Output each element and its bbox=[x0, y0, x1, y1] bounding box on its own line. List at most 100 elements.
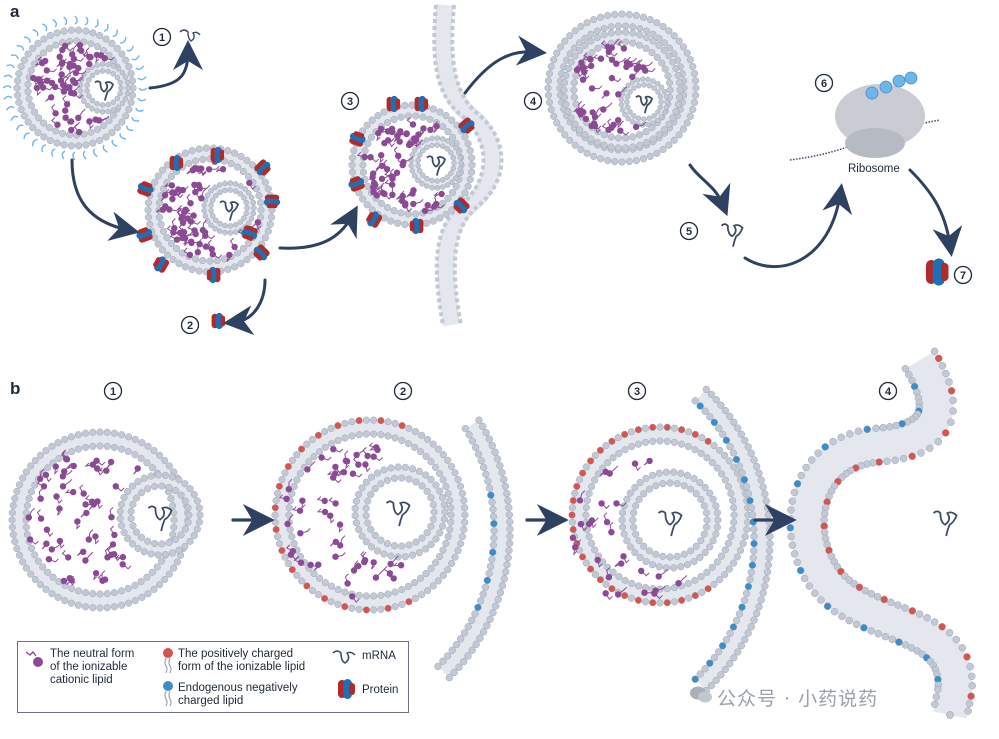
lnp-b2-outer-head bbox=[411, 595, 419, 603]
lnp-a1-outer-head bbox=[99, 121, 107, 129]
lnp-b1-outer-head bbox=[143, 573, 151, 581]
lnp-a2-inner-head bbox=[208, 202, 214, 209]
lnp-b1-inner-head bbox=[181, 542, 189, 550]
lnp-a3-inner-head bbox=[456, 149, 462, 156]
lnp-b1-inner-head bbox=[154, 471, 162, 479]
cell-membrane-b3-head bbox=[702, 385, 710, 394]
lnp-a2-outer-head bbox=[234, 163, 242, 171]
lnp-a1-lipids-head bbox=[61, 42, 69, 50]
cell-membrane-b3-head bbox=[722, 636, 731, 644]
lnp-a1-outer-head bbox=[52, 127, 60, 135]
lnp-b1-outer-head bbox=[170, 523, 178, 531]
endosome-outer-head bbox=[557, 43, 565, 51]
lnp-a1-lipids-head bbox=[33, 84, 41, 92]
peg-chain bbox=[41, 23, 48, 32]
lnp-b2-outer-head bbox=[314, 431, 322, 439]
lnp-b2-outer-head bbox=[442, 540, 450, 548]
lnp-a1-inner-core bbox=[80, 64, 128, 112]
fused-membrane-head bbox=[908, 607, 916, 615]
endosome-inner-head bbox=[619, 107, 626, 113]
lnp-a2-lipids-head bbox=[254, 219, 261, 226]
lnp-a1-inner-head bbox=[125, 85, 131, 91]
lnp-b1-inner-head bbox=[161, 551, 169, 559]
lnp-b1-inner-head bbox=[154, 551, 162, 559]
arrow-6-7 bbox=[908, 168, 963, 257]
cell-membrane-b3-head bbox=[766, 525, 774, 533]
lnp-b1-inner-head bbox=[181, 525, 189, 533]
lnp-b2-inner-head bbox=[430, 508, 438, 516]
lnp-b2-outer-head bbox=[384, 590, 392, 598]
lnp-b2-outer-head bbox=[427, 564, 435, 572]
lnp-b1-inner-head bbox=[140, 474, 148, 482]
lnp-b2-outer-head bbox=[297, 470, 305, 478]
fused-membrane-head bbox=[883, 457, 891, 466]
lnp-a2-inner-head bbox=[232, 229, 239, 235]
lnp-b1-outer-head bbox=[169, 502, 177, 510]
cell-membrane-b2 bbox=[434, 416, 514, 682]
lnp-b2-mrna bbox=[385, 500, 411, 527]
lnp-a2-lipids-head bbox=[175, 186, 182, 193]
peg-chain bbox=[5, 105, 15, 111]
lnp-a1-outer-head bbox=[13, 77, 21, 85]
lnp-b3-inner-head bbox=[692, 490, 700, 498]
lnp-a1-outer-head bbox=[53, 139, 61, 147]
lnp-a1-outer-head bbox=[113, 44, 121, 52]
lnp-b1-inner-head bbox=[185, 511, 193, 519]
endosome-mid-head bbox=[655, 41, 663, 49]
lnp-a1-inner-head bbox=[99, 61, 106, 67]
lnp-a3-lipids-head bbox=[378, 152, 385, 159]
lnp-b2-inner-head bbox=[401, 463, 409, 471]
lnp-b3-outer-head bbox=[721, 476, 729, 484]
lnp-b2-outer-head bbox=[348, 604, 356, 612]
cell-membrane-b2-head bbox=[471, 610, 479, 618]
lnp-b1-outer-head bbox=[118, 601, 126, 609]
endosome-mid-head bbox=[660, 46, 668, 54]
lnp-b3-lipids-head bbox=[613, 500, 620, 507]
lnp-b2-inner-head bbox=[422, 545, 430, 553]
endosome-inner-head bbox=[629, 119, 636, 125]
lnp-b3-outer-head bbox=[642, 424, 650, 432]
cell-membrane-b3-head bbox=[748, 511, 757, 519]
lnp-a3-outer-head bbox=[387, 217, 395, 225]
lnp-a2-protein-blue bbox=[256, 161, 271, 176]
peg-chain bbox=[32, 29, 39, 37]
lnp-b1-outer-head bbox=[44, 464, 52, 472]
lnp-a3-mrna bbox=[426, 155, 447, 176]
endosome-mid-head bbox=[666, 86, 674, 94]
endosome-mid-head bbox=[629, 29, 637, 37]
lnp-b3-outer-head bbox=[710, 580, 718, 588]
lnp-a3-outer-head bbox=[461, 189, 469, 197]
cell-membrane-b3-head bbox=[749, 554, 757, 562]
endosome-lipids bbox=[572, 38, 656, 136]
cell-membrane-b2-head bbox=[489, 541, 498, 549]
lnp-b3-inner-head bbox=[662, 564, 670, 572]
cell-membrane-b2-head bbox=[452, 640, 461, 649]
endosome-outer-head bbox=[686, 112, 694, 120]
lnp-b1-lipids-head bbox=[108, 551, 115, 558]
endosome-inner-head bbox=[658, 84, 665, 90]
lnp-a3-lipids bbox=[356, 116, 445, 214]
lnp-b3-outer-head bbox=[608, 585, 616, 593]
lnp-b2-outer-head bbox=[274, 533, 282, 541]
lnp-b3-inner-head bbox=[631, 483, 639, 491]
lnp-b3-inner-head bbox=[642, 558, 650, 566]
lnp-a1-outer-head bbox=[35, 114, 43, 122]
lnp-b2-lipids-head bbox=[332, 463, 339, 471]
endosome-outer-head bbox=[646, 152, 654, 160]
peg-chain bbox=[6, 64, 15, 69]
lnp-b1-inner-head bbox=[175, 476, 183, 484]
lnp-a1-inner-head bbox=[84, 67, 91, 74]
lnp-b1-outer-head bbox=[15, 481, 23, 489]
endosome-inner-head bbox=[641, 82, 647, 88]
lnp-a3-outer-head bbox=[390, 115, 398, 123]
step-a-6-text: 6 bbox=[821, 78, 827, 90]
endosome-outer-head bbox=[692, 77, 700, 85]
lnp-a2-mrna bbox=[219, 200, 240, 221]
cell-membrane-b3-head bbox=[762, 497, 770, 505]
cell-membrane-b3-head bbox=[764, 511, 773, 519]
fused-membrane-head bbox=[820, 516, 828, 524]
lnp-b2-lipids-head bbox=[321, 497, 328, 505]
peg-chain bbox=[126, 45, 134, 52]
cell-membrane-b2-head bbox=[494, 455, 502, 463]
lnp-a3-inner-head bbox=[424, 175, 430, 182]
